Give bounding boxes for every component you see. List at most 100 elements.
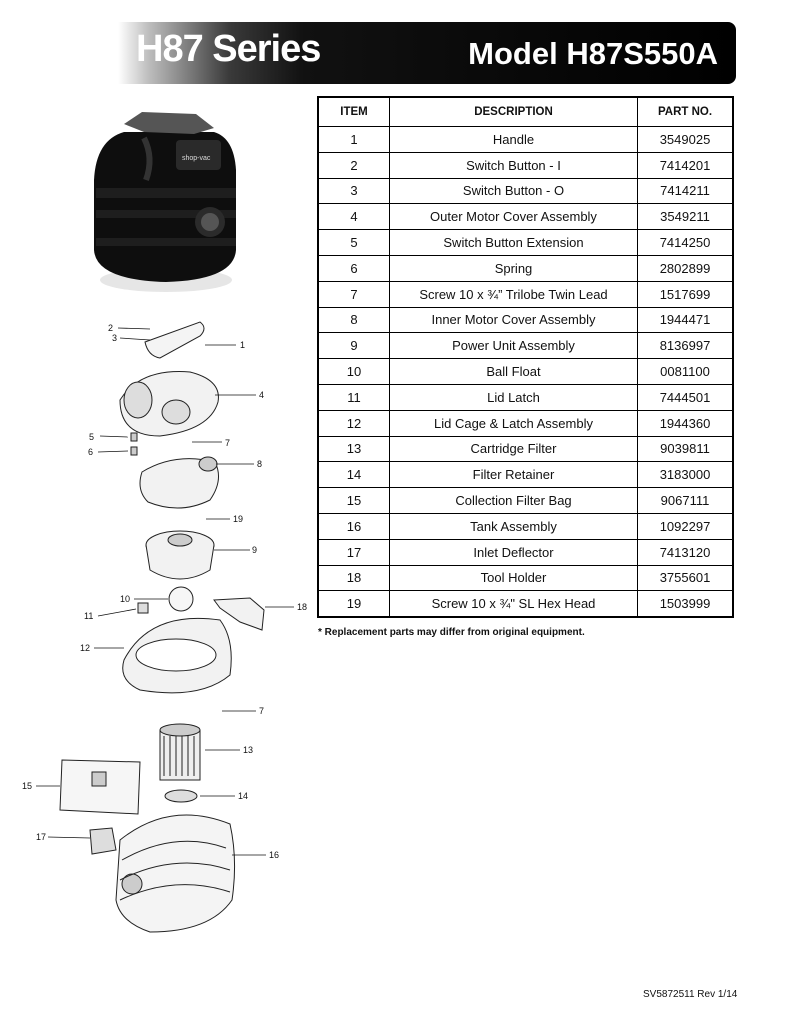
cell-part-no: 1944471 <box>637 306 734 334</box>
cell-description: Tool Holder <box>389 564 638 592</box>
cell-part-no: 9039811 <box>637 435 734 463</box>
callout-12: 12 <box>80 643 90 653</box>
cell-item: 14 <box>317 461 390 489</box>
cell-description: Ball Float <box>389 358 638 385</box>
table-header-row: ITEM DESCRIPTION PART NO. <box>317 96 734 127</box>
inner-motor-cover-part <box>139 458 220 509</box>
cell-part-no: 1944360 <box>637 409 734 437</box>
cell-description: Cartridge Filter <box>389 435 638 463</box>
cell-part-no: 3549211 <box>637 203 734 231</box>
tank-part <box>115 814 236 933</box>
callout-13: 13 <box>243 745 253 755</box>
title-banner: H87 Series Model H87S550A <box>118 22 736 84</box>
cell-item: 18 <box>317 564 390 592</box>
callout-6: 6 <box>88 447 93 457</box>
cell-description: Screw 10 x ¾" SL Hex Head <box>389 590 638 618</box>
callout-3: 3 <box>112 333 117 343</box>
callout-15: 15 <box>22 781 32 791</box>
cell-part-no: 9067111 <box>637 487 734 514</box>
model-title: Model H87S550A <box>468 36 718 71</box>
cell-description: Screw 10 x ¾” Trilobe Twin Lead <box>389 280 638 308</box>
cell-item: 6 <box>317 254 390 282</box>
cell-item: 16 <box>317 512 390 540</box>
callout-11: 11 <box>84 611 93 621</box>
header-item: ITEM <box>317 96 390 127</box>
cell-part-no: 2802899 <box>637 254 734 282</box>
cell-description: Tank Assembly <box>389 512 638 540</box>
cell-description: Spring <box>389 254 638 282</box>
cell-description: Power Unit Assembly <box>389 332 638 360</box>
exploded-parts-diagram: 2 3 1 4 5 6 7 8 19 9 10 11 18 12 7 13 14… <box>22 321 307 933</box>
inlet-deflector-part <box>89 827 117 855</box>
callout-10: 10 <box>120 594 130 604</box>
callout-19: 19 <box>233 514 243 524</box>
cell-item: 15 <box>317 487 390 514</box>
callout-4: 4 <box>259 390 264 400</box>
document-code: SV5872511 Rev 1/14 <box>643 989 738 1000</box>
callout-14: 14 <box>238 791 248 801</box>
header-part-no: PART NO. <box>637 96 734 127</box>
callout-7a: 7 <box>225 438 230 448</box>
handle-part <box>144 321 205 359</box>
cell-item: 1 <box>317 126 390 153</box>
cell-part-no: 7414201 <box>637 151 734 179</box>
callout-17: 17 <box>36 832 46 842</box>
cell-description: Switch Button Extension <box>389 229 638 256</box>
cell-description: Collection Filter Bag <box>389 487 638 514</box>
product-photo: shop-vac <box>94 112 236 292</box>
cell-part-no: 1517699 <box>637 280 734 308</box>
header-description: DESCRIPTION <box>389 96 638 127</box>
cell-description: Inlet Deflector <box>389 538 638 566</box>
tool-holder-part <box>213 597 265 631</box>
cell-part-no: 1092297 <box>637 512 734 540</box>
cell-description: Switch Button - O <box>389 177 638 205</box>
cell-description: Filter Retainer <box>389 461 638 489</box>
collection-bag-part <box>59 759 141 815</box>
cell-item: 2 <box>317 151 390 179</box>
cell-part-no: 3549025 <box>637 126 734 153</box>
callout-9: 9 <box>252 545 257 555</box>
cell-description: Handle <box>389 126 638 153</box>
cell-item: 13 <box>317 435 390 463</box>
series-title: H87 Series <box>136 28 321 70</box>
callout-7b: 7 <box>259 706 264 716</box>
cell-item: 4 <box>317 203 390 231</box>
cell-part-no: 7444501 <box>637 383 734 411</box>
cell-part-no: 7414250 <box>637 229 734 256</box>
callout-5: 5 <box>89 432 94 442</box>
cell-description: Outer Motor Cover Assembly <box>389 203 638 231</box>
cell-item: 19 <box>317 590 390 618</box>
cell-item: 5 <box>317 229 390 256</box>
cell-part-no: 8136997 <box>637 332 734 360</box>
filter-retainer-part <box>164 789 198 803</box>
cell-part-no: 7414211 <box>637 177 734 205</box>
callout-2: 2 <box>108 323 113 333</box>
cell-item: 12 <box>317 409 390 437</box>
cell-item: 7 <box>317 280 390 308</box>
cell-description: Lid Latch <box>389 383 638 411</box>
callout-1: 1 <box>240 340 245 350</box>
power-unit-part <box>145 544 215 580</box>
cell-item: 11 <box>317 383 390 411</box>
cell-part-no: 3183000 <box>637 461 734 489</box>
cell-description: Lid Cage & Latch Assembly <box>389 409 638 437</box>
cell-part-no: 7413120 <box>637 538 734 566</box>
cell-item: 8 <box>317 306 390 334</box>
cartridge-filter-part <box>159 729 201 781</box>
